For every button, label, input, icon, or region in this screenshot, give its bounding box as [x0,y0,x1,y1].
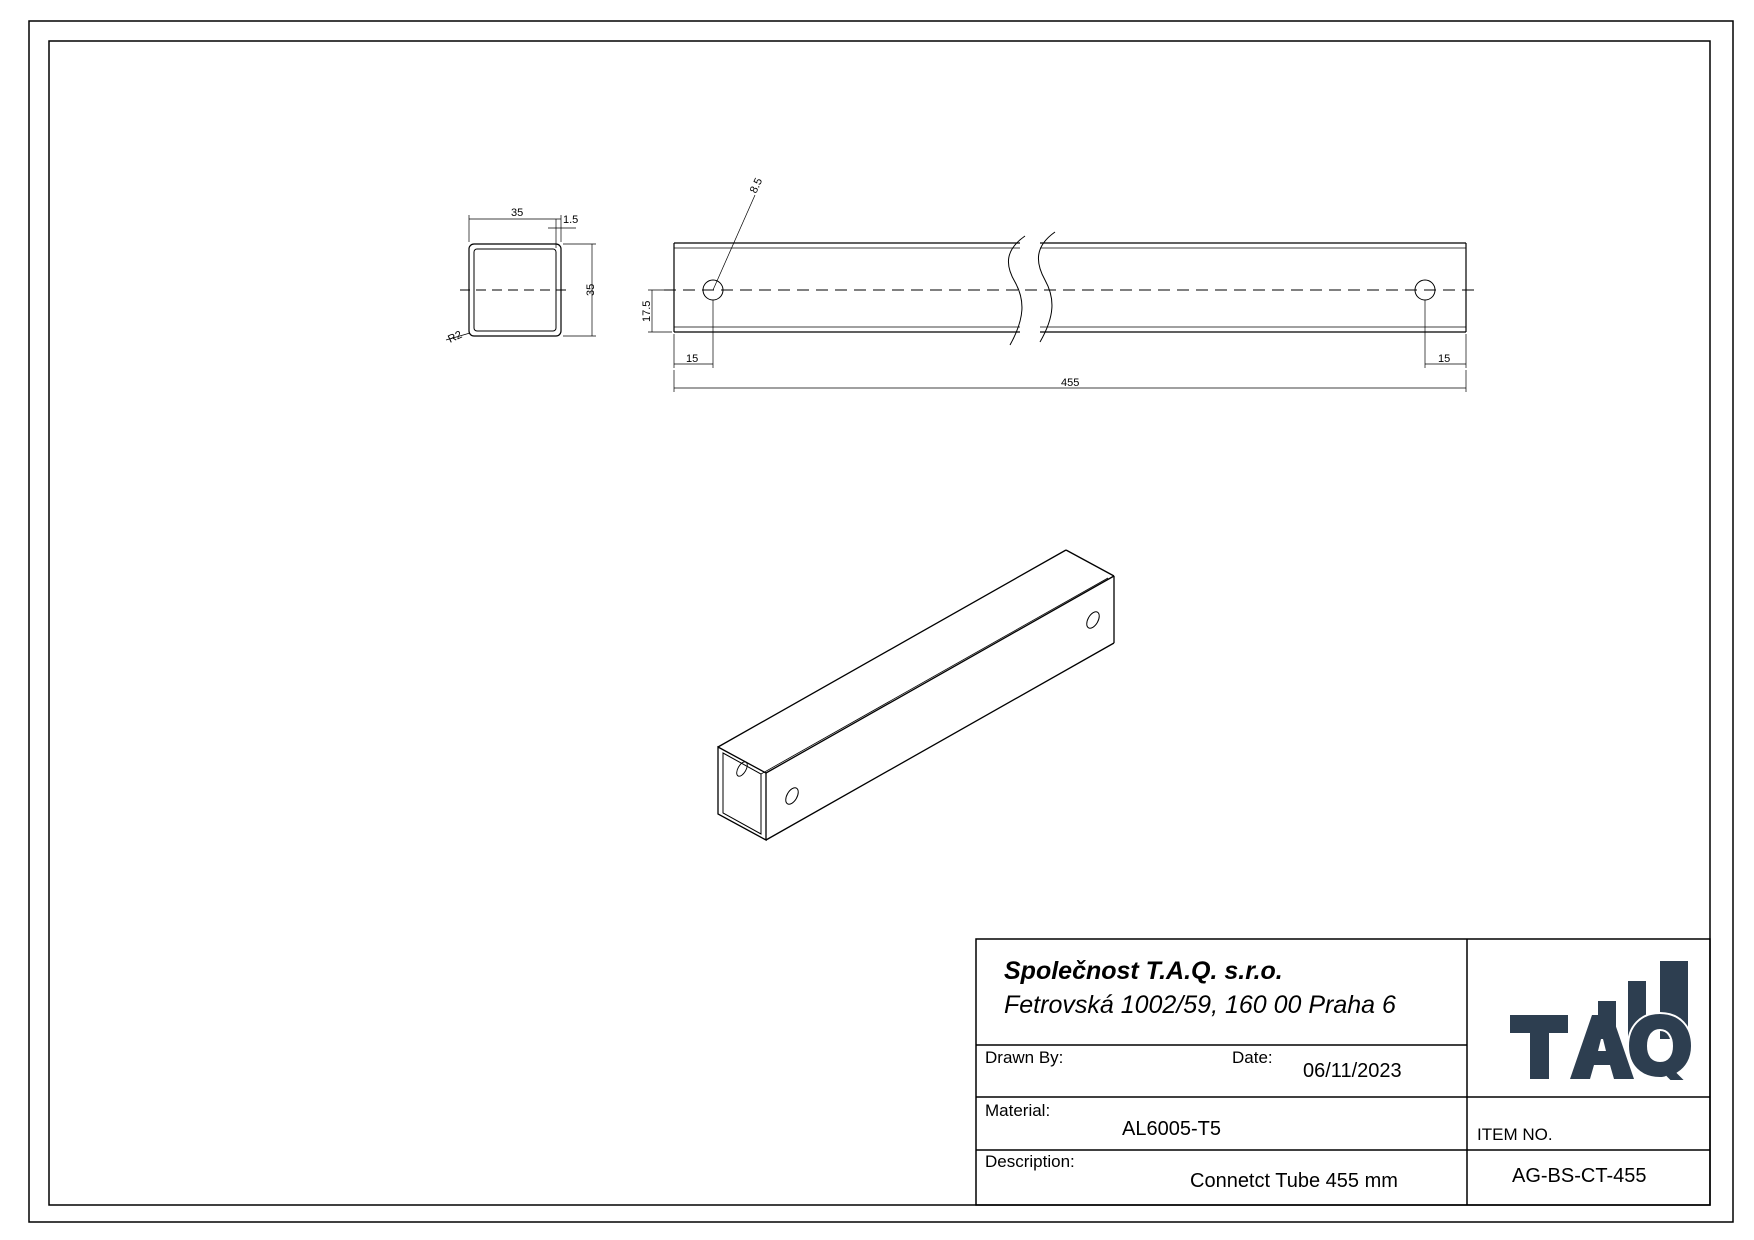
material-value: AL6005-T5 [1122,1118,1221,1140]
section-width-dim: 35 [511,207,523,219]
company-name: Společnost T.A.Q. s.r.o. [1004,957,1283,985]
item-no-label: ITEM NO. [1477,1125,1553,1144]
center-height-dim: 17.5 [641,301,653,322]
drawn-by-label: Drawn By: [985,1048,1064,1067]
taq-logo [1510,961,1692,1081]
isometric-view [717,549,1115,842]
title-block: Společnost T.A.Q. s.r.o. Fetrovská 1002/… [976,939,1710,1205]
hole-diameter-dim: 8.5 [748,176,765,195]
date-label: Date: [1232,1048,1273,1067]
description-value: Connetct Tube 455 mm [1190,1170,1398,1192]
description-label: Description: [985,1152,1075,1171]
section-view [445,215,596,341]
title-block-grid [975,938,1711,1206]
inner-frame [48,40,1711,1206]
left-offset-dim: 15 [686,353,698,365]
material-label: Material: [985,1101,1051,1120]
side-view [648,194,1478,392]
date-value: 06/11/2023 [1303,1060,1402,1082]
item-no-value: AG-BS-CT-455 [1512,1165,1647,1187]
right-offset-dim: 15 [1438,353,1450,365]
company-address: Fetrovská 1002/59, 160 00 Praha 6 [1004,991,1396,1019]
section-height-dim: 35 [585,284,597,296]
section-wall-dim: 1.5 [563,214,578,226]
overall-length-dim: 455 [1061,377,1079,389]
outer-frame [28,20,1734,1223]
section-radius-dim: R2 [446,329,464,346]
